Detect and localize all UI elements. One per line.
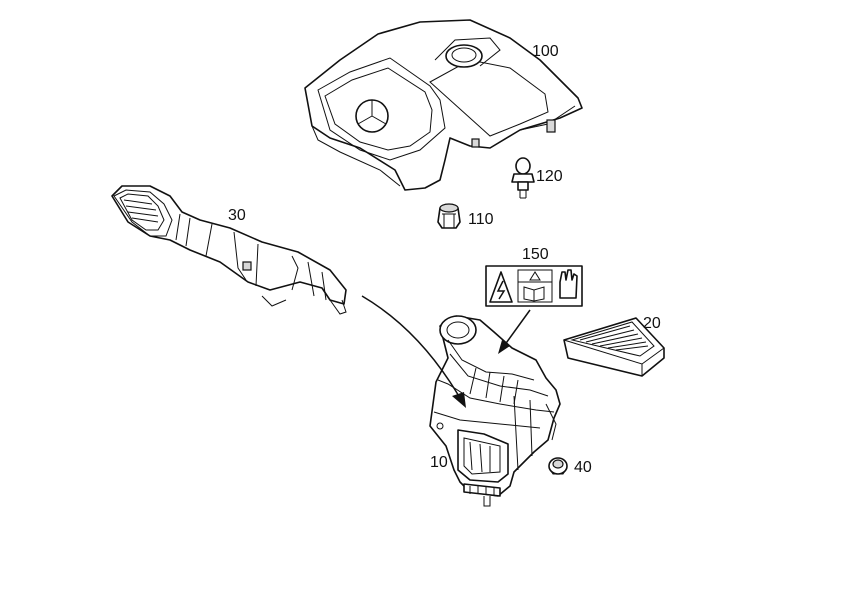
warning-label bbox=[485, 265, 583, 307]
label-100: 100 bbox=[532, 43, 559, 60]
ball-stud-bolt bbox=[511, 157, 535, 199]
intake-duct bbox=[111, 185, 347, 315]
label-20: 20 bbox=[643, 315, 661, 332]
leader-arrow-label bbox=[498, 309, 531, 354]
label-150: 150 bbox=[522, 246, 549, 263]
label-110: 110 bbox=[468, 211, 494, 228]
label-10: 10 bbox=[430, 454, 448, 471]
rubber-mount bbox=[548, 457, 568, 475]
label-120: 120 bbox=[536, 168, 563, 185]
air-filter-element bbox=[563, 317, 665, 377]
label-40: 40 bbox=[574, 459, 592, 476]
engine-cover bbox=[304, 19, 583, 191]
grommet bbox=[437, 203, 461, 229]
leader-arrow-duct bbox=[361, 295, 466, 408]
air-filter-housing bbox=[429, 315, 561, 507]
label-30: 30 bbox=[228, 207, 246, 224]
